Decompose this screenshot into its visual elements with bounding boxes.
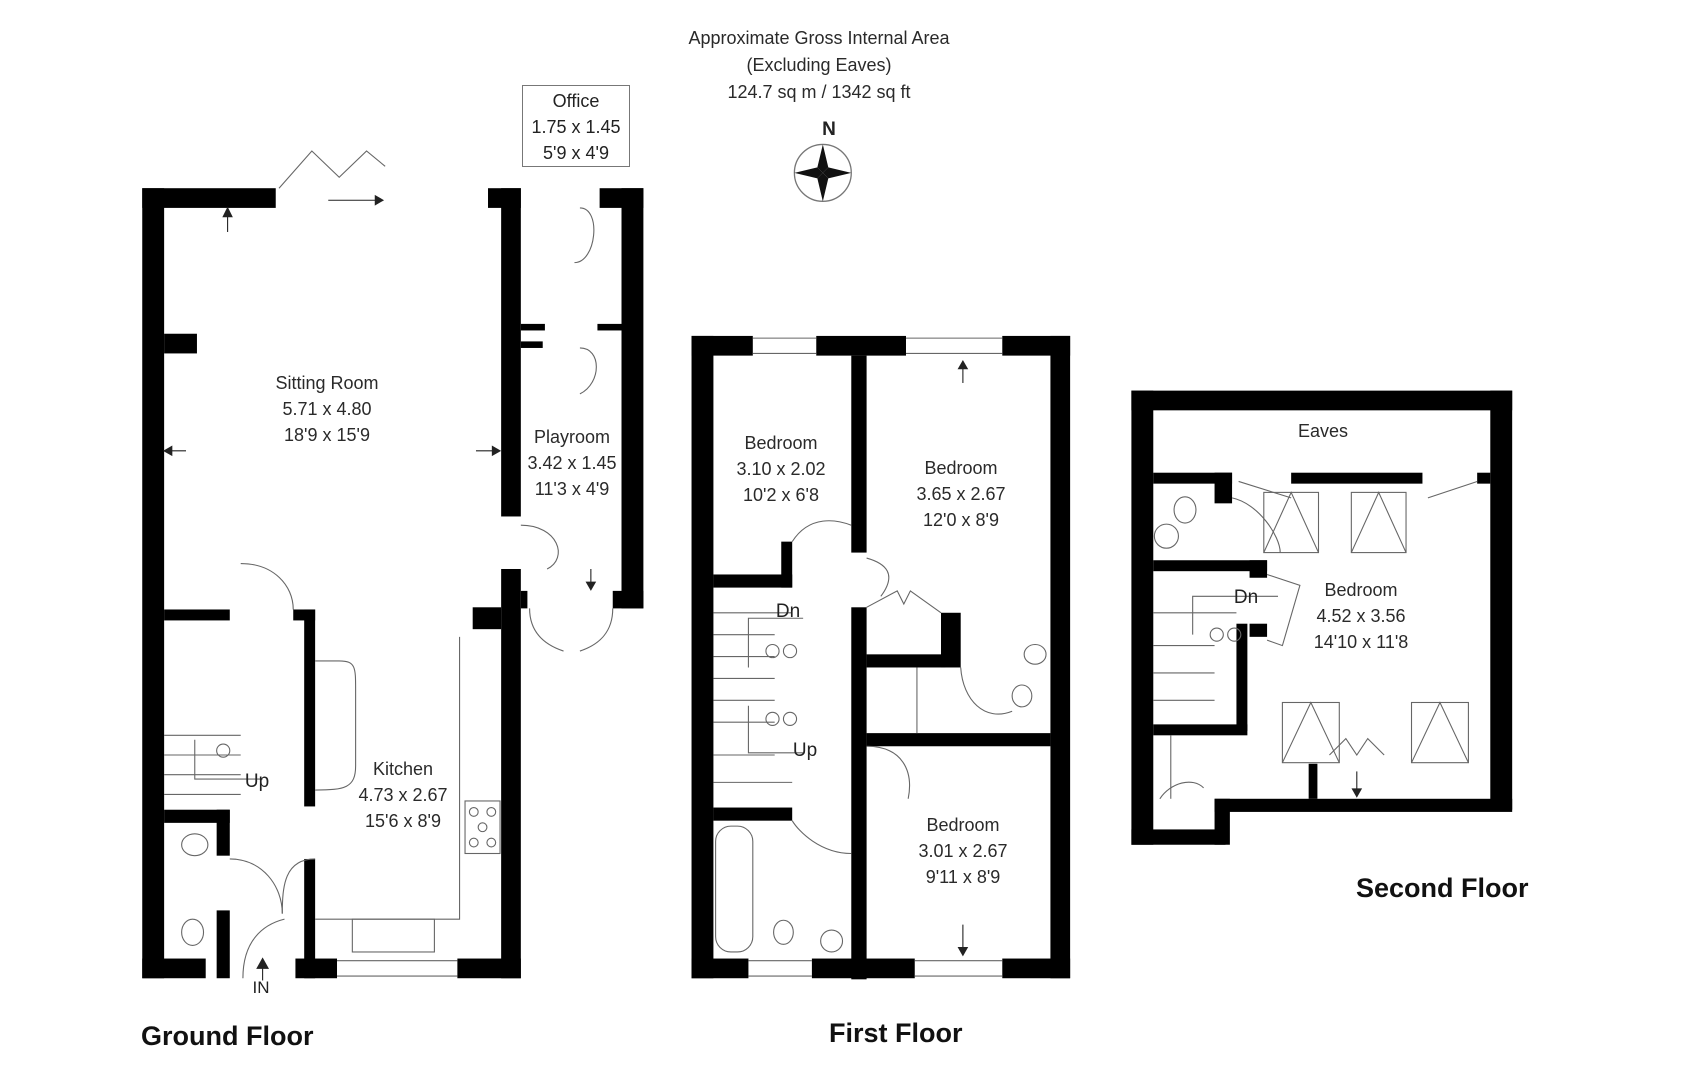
room-name: Playroom bbox=[533, 427, 611, 447]
room-imperial: 9'11 x 8'9 bbox=[925, 867, 1001, 887]
room-metric: 4.73 x 2.67 bbox=[358, 785, 448, 805]
room-metric: 3.42 x 1.45 bbox=[527, 453, 617, 473]
room-label-office: Office 1.75 x 1.45 5'9 x 4'9 bbox=[522, 85, 630, 167]
room-label-bedroom-front: Bedroom 3.65 x 2.67 12'0 x 8'9 bbox=[916, 455, 1005, 533]
room-metric: 1.75 x 1.45 bbox=[531, 117, 621, 137]
floor-title-ground: Ground Floor bbox=[141, 1021, 314, 1051]
room-imperial: 10'2 x 6'8 bbox=[743, 485, 819, 505]
room-label-bedroom-second: Bedroom 4.52 x 3.56 14'10 x 11'8 bbox=[1314, 577, 1409, 655]
first-floor-walls bbox=[691, 335, 1071, 980]
room-metric: 3.01 x 2.67 bbox=[918, 841, 1008, 861]
compass-north-label: N bbox=[822, 119, 836, 140]
room-label-kitchen: Kitchen 4.73 x 2.67 15'6 x 8'9 bbox=[358, 756, 447, 834]
room-label-eaves: Eaves bbox=[1298, 418, 1348, 444]
room-label-sitting-room: Sitting Room 5.71 x 4.80 18'9 x 15'9 bbox=[275, 370, 378, 448]
room-name: Eaves bbox=[1297, 421, 1349, 441]
compass-rose bbox=[793, 143, 852, 202]
stairs-down-label: Dn bbox=[775, 601, 801, 622]
gross-internal-area-header: Approximate Gross Internal Area (Excludi… bbox=[688, 25, 949, 106]
header-line-3: 124.7 sq m / 1342 sq ft bbox=[727, 82, 911, 102]
stairs-up-label: Up bbox=[792, 740, 818, 761]
room-label-playroom: Playroom 3.42 x 1.45 11'3 x 4'9 bbox=[527, 424, 616, 502]
room-label-bedroom-rear: Bedroom 3.01 x 2.67 9'11 x 8'9 bbox=[918, 812, 1007, 890]
room-metric: 3.10 x 2.02 bbox=[736, 459, 826, 479]
entrance-label: IN bbox=[252, 978, 270, 997]
room-name: Bedroom bbox=[924, 458, 998, 478]
room-name: Kitchen bbox=[372, 759, 434, 779]
room-name: Bedroom bbox=[744, 433, 818, 453]
room-name: Bedroom bbox=[1324, 580, 1398, 600]
header-line-2: (Excluding Eaves) bbox=[746, 55, 892, 75]
room-metric: 4.52 x 3.56 bbox=[1316, 606, 1406, 626]
room-imperial: 18'9 x 15'9 bbox=[284, 425, 370, 445]
room-label-bedroom-small: Bedroom 3.10 x 2.02 10'2 x 6'8 bbox=[736, 430, 825, 508]
room-name: Office bbox=[552, 91, 600, 111]
stairs-down-label: Dn bbox=[1233, 587, 1259, 608]
room-metric: 3.65 x 2.67 bbox=[916, 484, 1006, 504]
room-imperial: 12'0 x 8'9 bbox=[923, 510, 999, 530]
room-metric: 5.71 x 4.80 bbox=[282, 399, 372, 419]
room-name: Bedroom bbox=[926, 815, 1000, 835]
header-line-1: Approximate Gross Internal Area bbox=[688, 28, 950, 48]
room-imperial: 11'3 x 4'9 bbox=[534, 479, 610, 499]
ground-floor-walls bbox=[142, 188, 644, 979]
second-floor-walls bbox=[1131, 390, 1513, 845]
stairs-up-label: Up bbox=[244, 771, 270, 792]
room-imperial: 5'9 x 4'9 bbox=[543, 143, 609, 163]
room-name: Sitting Room bbox=[275, 373, 379, 393]
floor-title-first: First Floor bbox=[829, 1018, 963, 1048]
room-imperial: 15'6 x 8'9 bbox=[365, 811, 441, 831]
room-imperial: 14'10 x 11'8 bbox=[1313, 632, 1409, 652]
floor-title-second: Second Floor bbox=[1356, 873, 1529, 903]
